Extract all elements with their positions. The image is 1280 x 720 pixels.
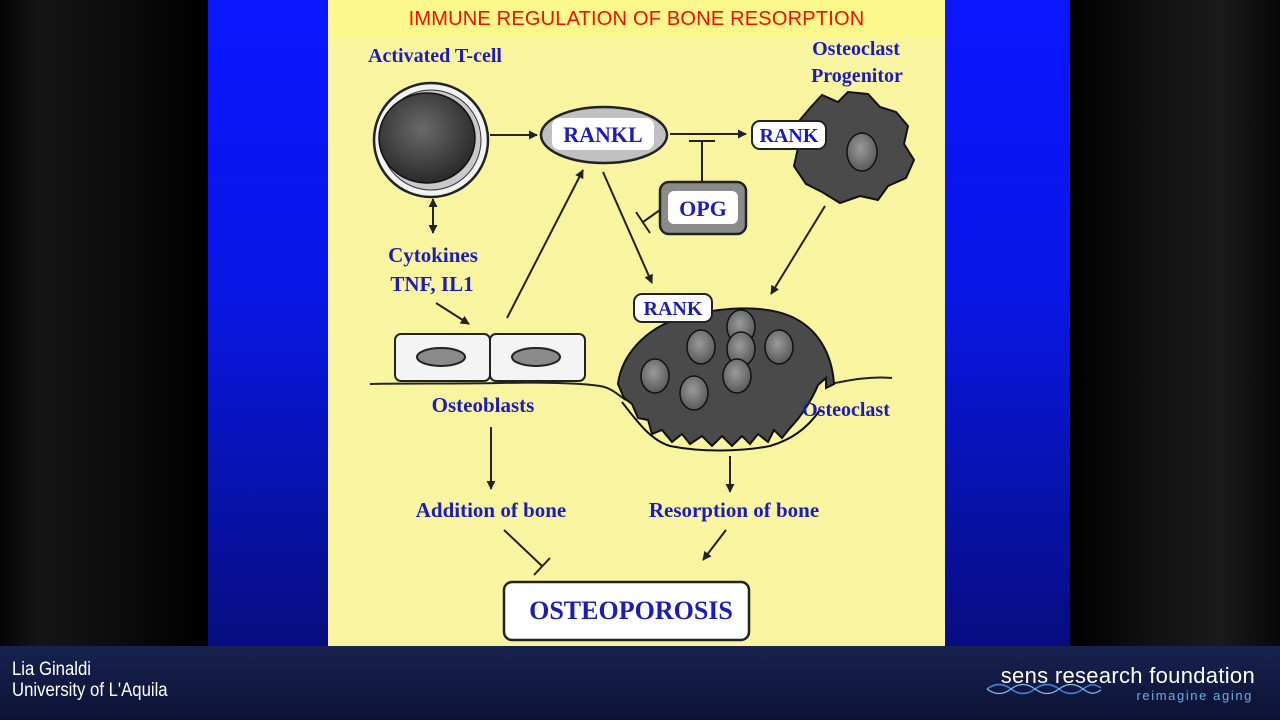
inhibit-opg-rankl-arrow <box>635 209 661 234</box>
bone-surface <box>369 376 893 401</box>
arrow-progenitor-osteoclast <box>770 205 826 295</box>
inhibit-opg-rank <box>689 140 715 182</box>
t-cell-label: Activated T-cell <box>368 45 502 67</box>
resorption-label: Resorption of bone <box>649 498 819 522</box>
arrow-cytokines-osteoblasts <box>435 302 470 325</box>
rankl-label: RANKL <box>563 122 642 147</box>
osteoclast-label: Osteoclast <box>802 399 890 421</box>
cytokines-label-line2: TNF, IL1 <box>390 272 473 296</box>
opg-node: OPG <box>658 180 748 236</box>
osteoclast-cell: RANK <box>616 293 836 452</box>
rankl-node: RANKL <box>539 105 669 165</box>
presenter-caption: Lia Ginaldi University of L'Aquila <box>12 659 168 701</box>
osteoclast-progenitor-label-line1: Osteoclast <box>812 38 900 60</box>
osteoclast-progenitor: RANK <box>751 90 916 205</box>
rank-osteoclast-label: RANK <box>644 298 703 320</box>
bone-resorption-diagram: Activated T-cell RANKL RANK Osteoclast P… <box>368 38 916 642</box>
slide-title: IMMUNE REGULATION OF BONE RESORPTION <box>328 0 945 37</box>
arrow-osteoblasts-rankl <box>506 169 584 319</box>
org-logo-tagline: reimagine aging <box>1136 688 1253 703</box>
presenter-name: Lia Ginaldi <box>12 659 92 680</box>
osteoclast-progenitor-label-line2: Progenitor <box>811 65 903 87</box>
inhibit-addition-osteoporosis <box>503 529 551 576</box>
osteoblast-cells <box>394 333 586 382</box>
addition-label: Addition of bone <box>416 498 567 522</box>
arrow-resorption-osteoporosis <box>702 529 727 561</box>
cytokines-label-line1: Cytokines <box>388 243 478 267</box>
org-logo-name: sens research foundation <box>1000 663 1255 688</box>
osteoblasts-label: Osteoblasts <box>432 393 535 417</box>
dna-wave-icon <box>986 683 1102 695</box>
t-cell <box>372 81 490 199</box>
arrow-rankl-osteoclast-rank <box>602 171 653 284</box>
opg-label: OPG <box>679 196 727 221</box>
osteoporosis-box <box>502 580 751 642</box>
presenter-affiliation: University of L'Aquila <box>12 680 168 701</box>
video-footer-bar <box>0 646 1280 720</box>
osteoporosis-label: OSTEOPOROSIS <box>529 596 733 625</box>
rank-progenitor-label: RANK <box>760 125 819 147</box>
